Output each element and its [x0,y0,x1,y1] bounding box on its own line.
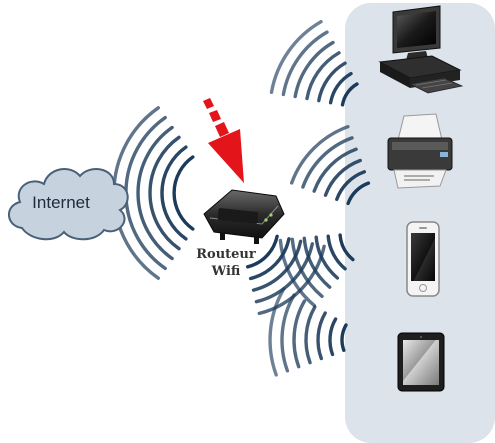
signal-arc-printer [346,181,371,206]
signal-arc-printer [323,158,362,197]
signal-arc-router-bottom-right [251,239,303,292]
signal-arc-tablet [328,317,338,357]
signal-arc-desktop [340,82,359,107]
signal-arc-router-left [172,155,195,231]
signal-arc-phone [302,236,332,289]
wifi-router [203,189,285,244]
signal-arc-desktop [328,71,353,105]
signal-arc-printer [335,170,366,201]
signal-arc-tablet [316,311,327,361]
signal-arc-desktop [293,40,335,99]
internet-cloud: Internet [8,168,129,241]
red-arrow-icon [203,98,244,183]
cloud-label: Internet [32,193,90,212]
smartphone-icon [406,221,440,297]
signal-arc-tablet [340,323,348,352]
signal-arc-printer [301,136,354,189]
signal-arc-router-left [148,135,181,251]
wifi-signal-waves [112,20,371,377]
signal-arc-printer [290,125,350,185]
signal-arc-phone [314,235,340,280]
signal-arc-desktop [305,51,341,101]
signal-arc-tablet [280,293,296,373]
signal-arc-tablet [268,287,286,377]
signal-arc-tablet [292,299,307,369]
cloud-icon [8,168,129,241]
signal-arc-phone [278,238,316,308]
router-label-line2: Wifi [211,264,241,279]
signal-arc-desktop [269,20,323,94]
signal-arc-desktop [317,61,347,103]
signal-arc-tablet [304,305,317,365]
signal-arc-phone [326,234,347,271]
signal-arc-router-bottom-right [248,237,291,281]
signal-arc-printer [312,147,358,193]
tablet-icon [397,332,445,392]
signal-arc-router-left [160,145,188,241]
signal-arc-phone [290,237,324,298]
signal-arc-router-left [136,125,174,261]
signal-arc-phone [338,233,355,262]
router-label-line1: Routeur [196,247,256,262]
printer-icon [387,113,453,189]
signal-arc-router-bottom-right [246,234,279,269]
desktop-computer-icon [378,5,464,94]
signal-arc-desktop [281,30,329,97]
